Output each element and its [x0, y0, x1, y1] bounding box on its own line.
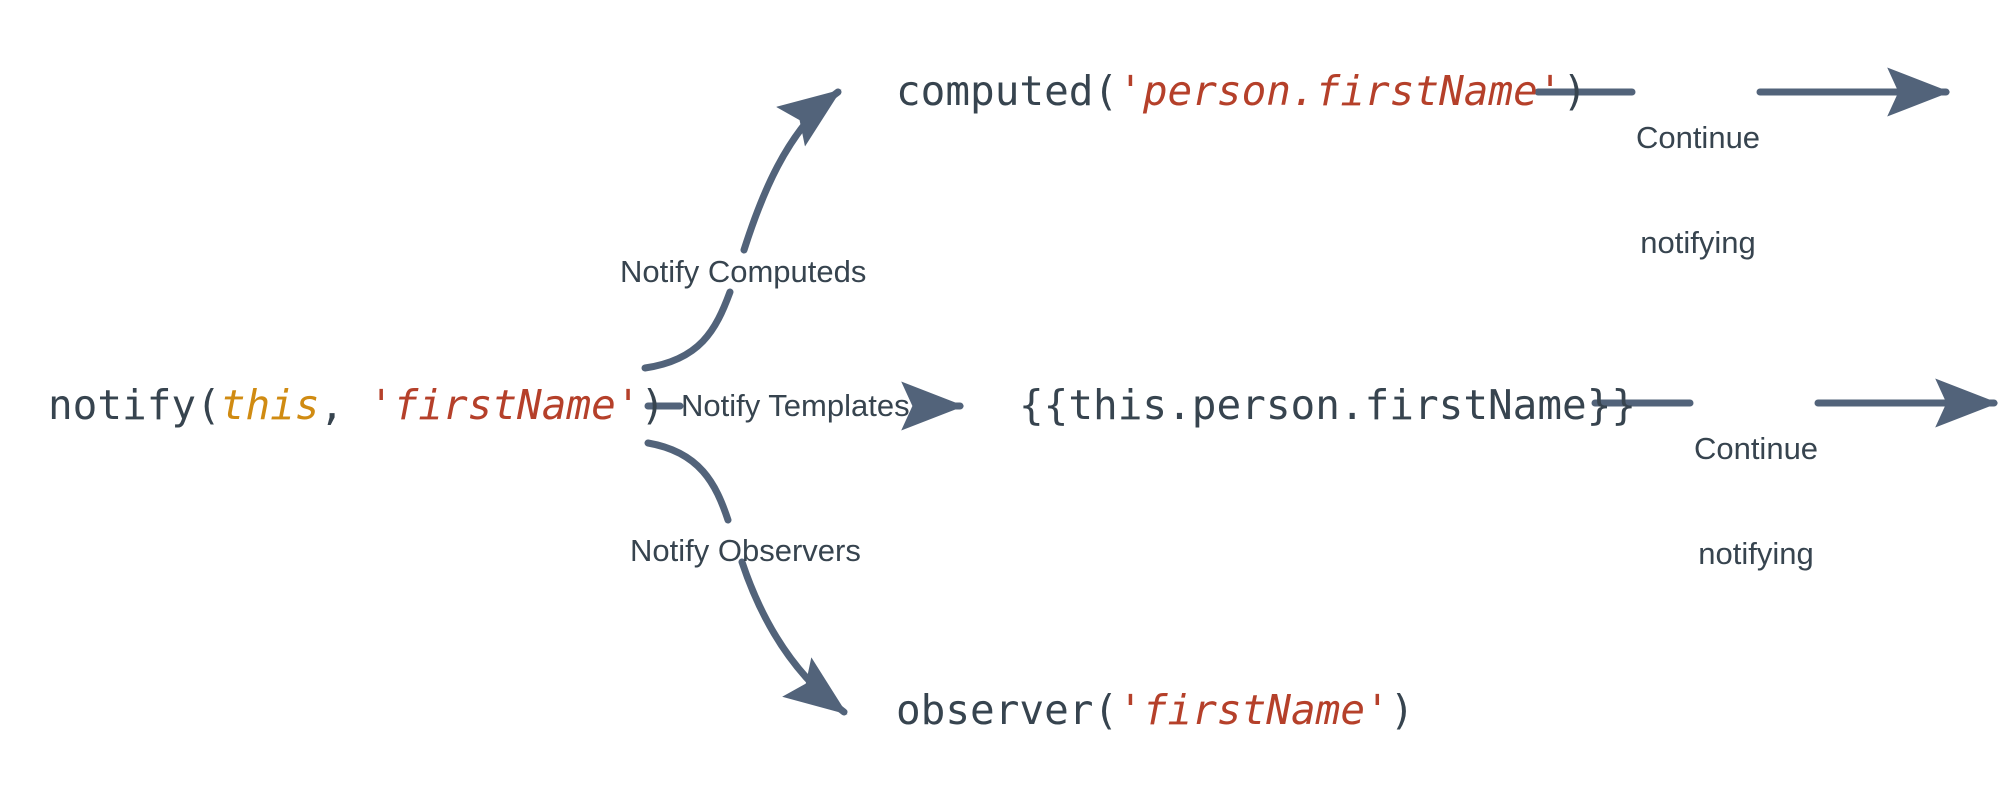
continue-notifying-templates: Continue notifying [1686, 363, 1826, 641]
continue-notifying-computeds: Continue notifying [1628, 52, 1768, 330]
observer-call-node: observer('firstName') [896, 690, 1414, 731]
template-expression-node: {{this.person.firstName}} [1019, 385, 1636, 426]
edge-notify-computeds [641, 288, 734, 372]
edge-notify-observers-arrow [738, 558, 848, 716]
computed-fn-open: computed( [896, 67, 1119, 115]
edge-label-notify-templates: Notify Templates [681, 388, 910, 423]
computed-string-arg: 'person.firstName' [1118, 67, 1563, 115]
notify-call-node: notify(this, 'firstName') [48, 385, 665, 426]
computed-fn-close: ) [1562, 67, 1588, 115]
notify-fn-open: notify( [48, 381, 221, 429]
continue-notifying-templates-line2: notifying [1698, 535, 1814, 571]
edge-notify-observers [644, 439, 732, 524]
notify-fn-close: ) [640, 381, 666, 429]
template-expression-text: {{this.person.firstName}} [1019, 381, 1637, 429]
continue-notifying-templates-line1: Continue [1693, 431, 1819, 467]
edge-label-notify-observers: Notify Observers [630, 533, 861, 568]
computed-call-node: computed('person.firstName') [896, 71, 1587, 112]
observer-fn-open: observer( [896, 686, 1119, 734]
continue-notifying-computeds-line2: notifying [1640, 224, 1756, 260]
observer-string-arg: 'firstName' [1118, 686, 1390, 734]
continue-notifying-computeds-line1: Continue [1635, 120, 1761, 156]
notify-separator: , [319, 381, 369, 429]
notify-string-arg: 'firstName' [368, 381, 641, 429]
observer-fn-close: ) [1389, 686, 1415, 734]
edge-label-notify-computeds: Notify Computeds [620, 254, 867, 289]
notify-keyword-this: this [220, 381, 320, 429]
edge-notify-computeds-arrow [740, 88, 842, 254]
